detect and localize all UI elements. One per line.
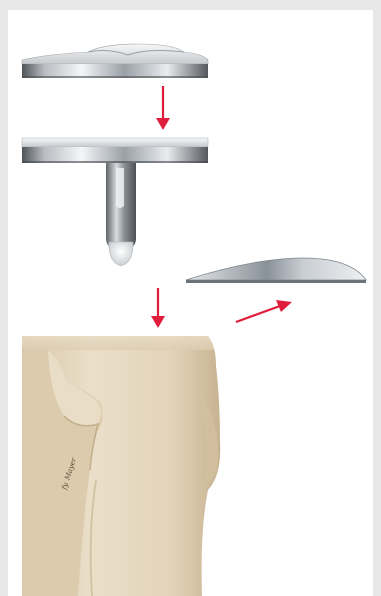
illustration-frame: fy. Mayer bbox=[8, 10, 373, 596]
polyethylene-insert bbox=[22, 44, 208, 78]
baseplate-to-tibia-arrow bbox=[151, 288, 165, 328]
patellar-button bbox=[186, 258, 366, 283]
tibial-baseplate bbox=[22, 138, 208, 163]
patella-arrow bbox=[236, 300, 292, 322]
insert-to-baseplate-arrow bbox=[156, 86, 170, 130]
tibial-stem bbox=[106, 163, 136, 266]
knee-implant-exploded-diagram: fy. Mayer bbox=[8, 10, 373, 596]
